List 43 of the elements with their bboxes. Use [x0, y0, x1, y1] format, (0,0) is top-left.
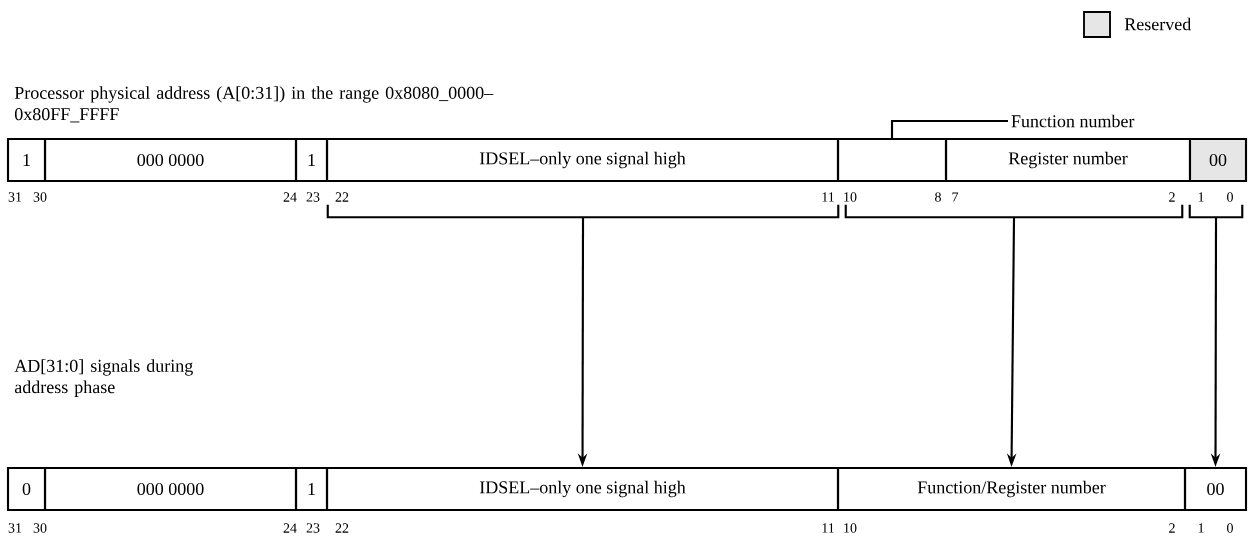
callout-text: Function number — [1011, 114, 1135, 128]
bit-number: 11 — [822, 192, 834, 202]
bit-number: 30 — [33, 192, 47, 202]
leader-line — [890, 119, 1008, 138]
bit-number: 10 — [844, 523, 857, 533]
register-field: IDSEL–only one signal high — [325, 137, 840, 183]
bit-number: 30 — [33, 523, 47, 533]
bit-number: 7 — [952, 192, 959, 202]
bracket — [844, 204, 1184, 219]
register-field: Register number — [944, 137, 1192, 183]
register-field: Function/Register number — [836, 466, 1187, 512]
bit-number: 0 — [1227, 192, 1233, 202]
register-field: 1 — [6, 137, 47, 183]
bit-number: 2 — [1169, 192, 1175, 202]
bit-number: 22 — [335, 523, 349, 533]
register-field: 00 — [1183, 466, 1248, 512]
bit-number: 31 — [8, 523, 22, 533]
bit-number: 22 — [335, 192, 349, 202]
bit-number: 11 — [822, 523, 834, 533]
bit-number: 24 — [283, 523, 297, 533]
register-field: 00 — [1188, 137, 1248, 183]
bit-number: 1 — [1198, 523, 1204, 533]
register-field: 000 0000 — [43, 466, 298, 512]
bit-number: 10 — [844, 192, 857, 202]
legend-text: Reserved — [1124, 17, 1192, 31]
bit-number: 31 — [8, 192, 22, 202]
bit-number: 8 — [935, 192, 941, 202]
bit-number: 23 — [306, 192, 320, 202]
bracket — [326, 204, 840, 219]
register-field: 1 — [294, 137, 329, 183]
register-field: IDSEL–only one signal high — [325, 466, 840, 512]
bit-number: 2 — [1169, 523, 1175, 533]
heading-text: Processor physical address (A[0:31]) in the range 0x8080_0000–0x80FF_FFFF — [14, 86, 494, 123]
heading-text: AD[31:0] signals during address phase — [14, 359, 193, 397]
bit-number: 23 — [306, 523, 320, 533]
bracket — [1188, 204, 1244, 219]
bit-number: 24 — [283, 192, 297, 202]
register-field: 1 — [294, 466, 329, 512]
bit-number: 1 — [1198, 192, 1204, 202]
register-field: 000 0000 — [43, 137, 298, 183]
bit-number: 0 — [1227, 523, 1233, 533]
register-field — [836, 137, 948, 183]
register-field: 0 — [6, 466, 47, 512]
